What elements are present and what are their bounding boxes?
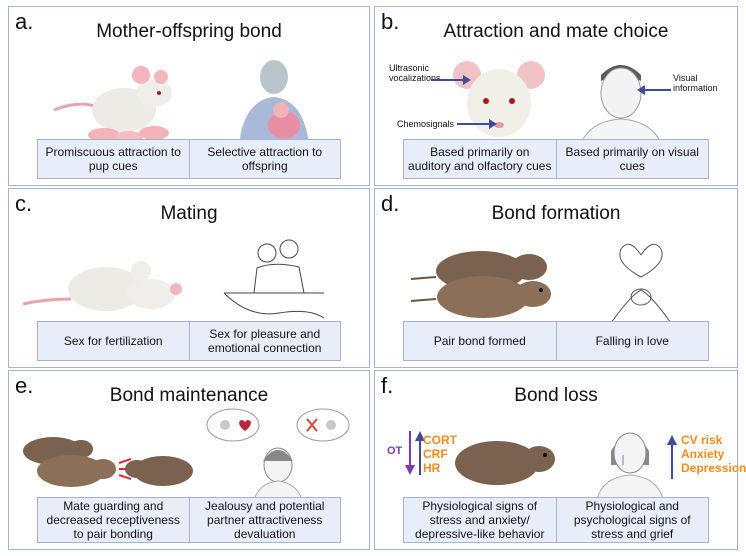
panel-title: Bond formation <box>491 203 621 224</box>
panel-bond-formation: d. Bond formation Pair bond formed Falli… <box>374 188 738 368</box>
panel-mating: c. Mating Sex for fertilization Sex for … <box>8 188 370 368</box>
caption-rodent: Promiscuous attraction to pup cues <box>37 139 190 179</box>
caption-rodent: Sex for fertilization <box>37 321 190 361</box>
arrow-icon <box>431 75 471 85</box>
caption-human: Jealousy and potential partner attractiv… <box>189 497 341 543</box>
panel-title: Mother-offspring bond <box>96 21 282 42</box>
annotation-chemosignals: Chemosignals <box>397 119 455 129</box>
jealous-woman-thought-bubbles-illustration <box>206 408 350 503</box>
grieving-woman-illustration <box>597 432 663 499</box>
mother-holding-baby-illustration <box>239 60 309 145</box>
panel-label: f. <box>381 373 394 398</box>
annotation-visual: Visual information <box>673 73 718 93</box>
human-marker-anxiety: Anxiety <box>681 447 725 461</box>
panel-attraction-mate-choice: b. Attraction and mate choice Ultrasonic… <box>374 6 738 186</box>
caption-human: Based primarily on visual cues <box>556 139 709 179</box>
caption-human: Selective attraction to offspring <box>189 139 341 179</box>
rat-face-illustration <box>453 61 545 137</box>
panel-label: a. <box>15 9 34 34</box>
man-face-illustration <box>581 65 661 143</box>
rat-with-pups-illustration <box>53 66 172 143</box>
caption-human: Physiological and psychological signs of… <box>556 497 709 543</box>
human-marker-cv-risk: CV risk <box>681 433 723 447</box>
caption-rodent: Physiological signs of stress and anxiet… <box>403 497 557 543</box>
panel-bond-loss: f. Bond loss OT CORT CRF HR CV risk Anxi… <box>374 370 746 550</box>
rodent-marker-crf: CRF <box>423 447 448 461</box>
caption-row: Physiological signs of stress and anxiet… <box>403 497 709 543</box>
vole-pair-illustration <box>411 251 551 318</box>
panel-title: Bond loss <box>514 385 598 406</box>
panel-label: e. <box>15 373 34 398</box>
human-marker-depression: Depression <box>681 461 746 475</box>
arrow-icon <box>457 119 497 129</box>
caption-rodent: Based primarily on auditory and olfactor… <box>403 139 557 179</box>
caption-row: Sex for fertilization Sex for pleasure a… <box>37 321 341 361</box>
caption-row: Based primarily on auditory and olfactor… <box>403 139 709 179</box>
lone-vole-illustration <box>455 441 555 485</box>
panel-label: d. <box>381 191 400 216</box>
mating-rats-illustration <box>22 261 182 311</box>
rodent-marker-hr: HR <box>423 461 441 475</box>
up-arrow-icon <box>667 435 677 479</box>
caption-row: Promiscuous attraction to pup cues Selec… <box>37 139 341 179</box>
panel-mother-offspring: a. Mother-offspring bond Promiscuous att… <box>8 6 370 186</box>
panel-label: c. <box>15 191 33 216</box>
caption-rodent: Mate guarding and decreased receptivenes… <box>37 497 190 543</box>
caption-row: Mate guarding and decreased receptivenes… <box>37 497 341 543</box>
down-arrow-icon <box>405 431 415 475</box>
panel-bond-maintenance: e. Bond maintenance Mate guarding and de… <box>8 370 370 550</box>
couple-in-bed-illustration <box>223 239 325 319</box>
mate-guarding-voles-illustration <box>23 437 193 487</box>
panel-title: Mating <box>160 203 218 224</box>
caption-rodent: Pair bond formed <box>403 321 557 361</box>
caption-row: Pair bond formed Falling in love <box>403 321 709 361</box>
caption-human: Sex for pleasure and emotional connectio… <box>189 321 341 361</box>
panel-title: Bond maintenance <box>109 385 269 406</box>
rodent-marker-cort: CORT <box>423 433 457 447</box>
panel-title: Attraction and mate choice <box>443 21 669 42</box>
oxytocin-label: OT <box>387 445 403 457</box>
caption-human: Falling in love <box>556 321 709 361</box>
arrow-icon <box>637 85 671 95</box>
holding-hands-heart-illustration <box>610 243 672 324</box>
up-arrow-icon <box>415 431 425 475</box>
annotation-ultrasonic: Ultrasonic vocalizations <box>389 63 441 83</box>
panel-label: b. <box>381 9 400 34</box>
